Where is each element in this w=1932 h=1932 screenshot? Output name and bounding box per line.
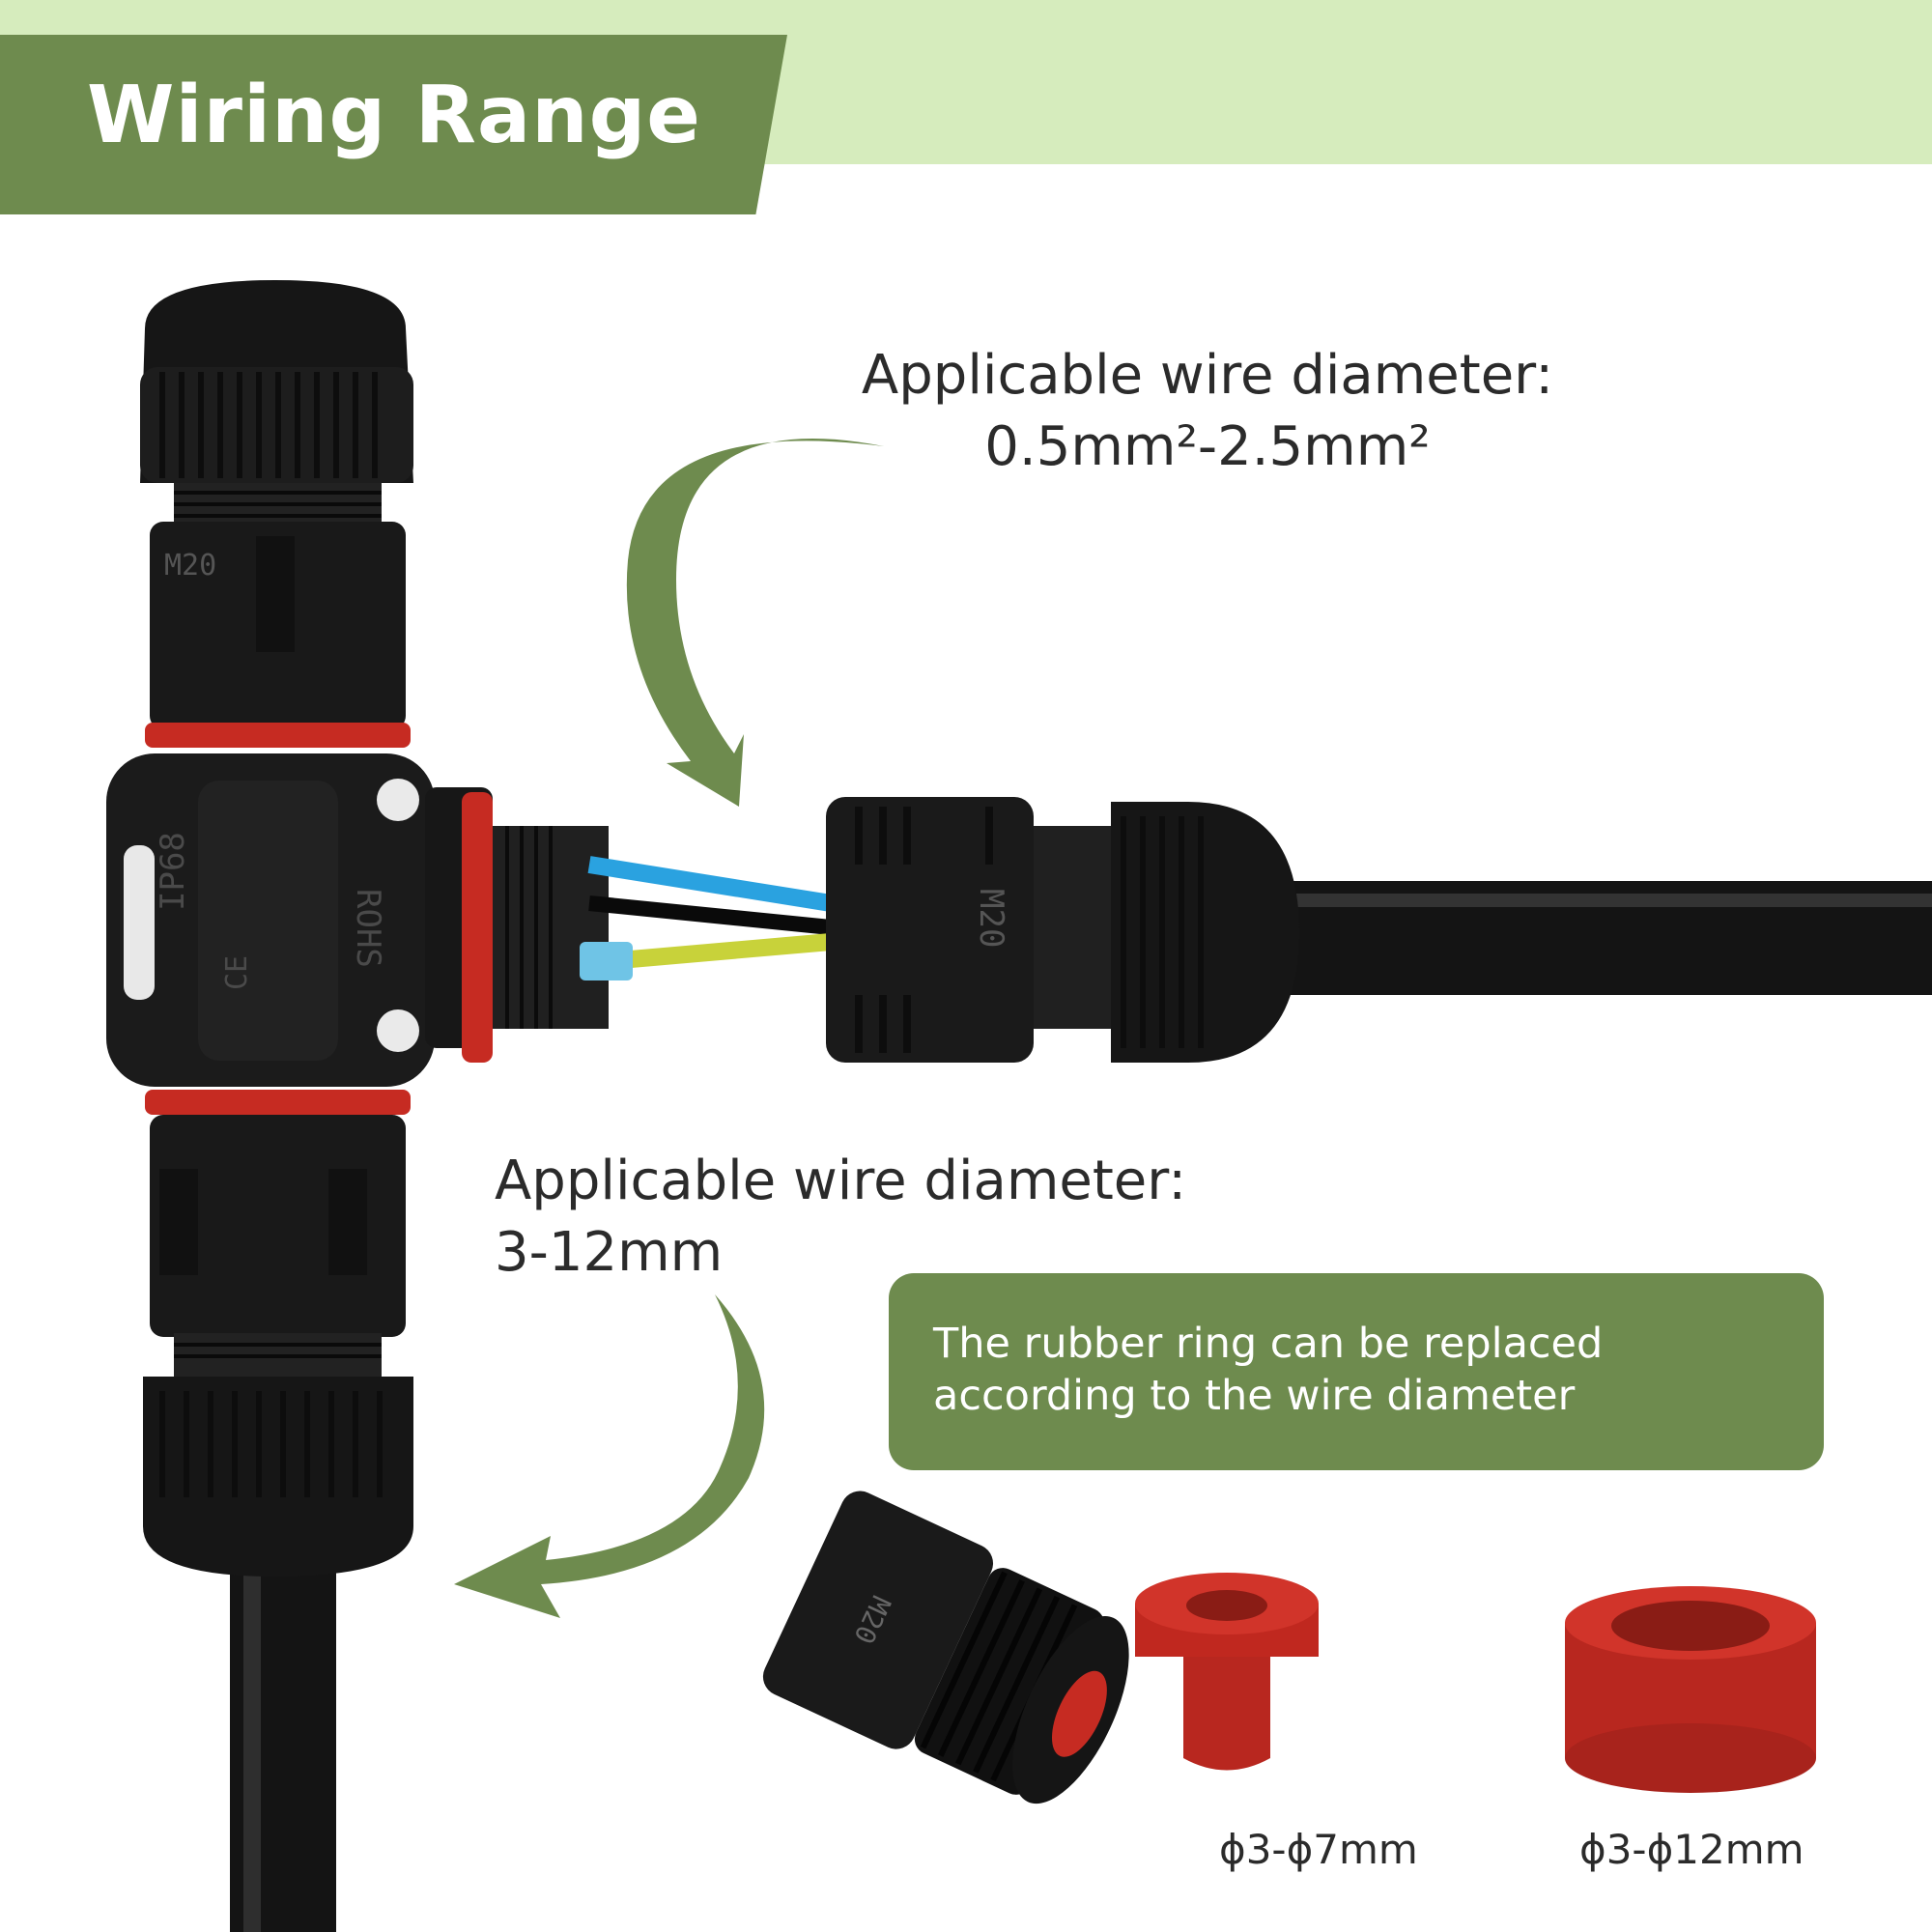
callout-top-line2: 0.5mm²-2.5mm² bbox=[984, 415, 1431, 478]
callout-bottom-line2: 3-12mm bbox=[495, 1221, 724, 1284]
cert-mark-ip: IP68 bbox=[154, 832, 192, 911]
small-connector bbox=[762, 1491, 1129, 1804]
ring-label-small: ϕ3-ϕ7mm bbox=[1219, 1826, 1418, 1873]
callout-bottom-line1: Applicable wire diameter: bbox=[495, 1150, 1187, 1212]
thread-mark-right: M20 bbox=[972, 889, 1010, 948]
thread-mark-top: M20 bbox=[164, 549, 216, 582]
page-title: Wiring Range bbox=[87, 70, 701, 161]
ring-label-large: ϕ3-ϕ12mm bbox=[1579, 1826, 1804, 1873]
info-box: The rubber ring can be replaced accordin… bbox=[889, 1273, 1824, 1470]
rubber-ring-large bbox=[1565, 1586, 1816, 1793]
seal-ring-side bbox=[462, 792, 493, 1063]
arrow-bottom bbox=[454, 1294, 765, 1618]
rubber-ring-small bbox=[1135, 1573, 1319, 1771]
seal-ring-upper bbox=[145, 723, 411, 748]
cert-mark-rohs: ROHS bbox=[349, 889, 387, 968]
wire-blue bbox=[587, 856, 833, 912]
wire-black bbox=[588, 895, 832, 935]
callout-top-line1: Applicable wire diameter: bbox=[861, 344, 1554, 407]
seal-ring-lower bbox=[145, 1090, 411, 1115]
title-banner bbox=[0, 35, 787, 214]
info-box-text: The rubber ring can be replaced accordin… bbox=[933, 1320, 1604, 1420]
callout-top: Applicable wire diameter: 0.5mm²-2.5mm² bbox=[845, 340, 1570, 483]
right-nut bbox=[826, 797, 1034, 1063]
right-cap bbox=[1111, 802, 1299, 1063]
callout-bottom: Applicable wire diameter: 3-12mm bbox=[495, 1146, 1186, 1289]
cert-mark-ce: CE bbox=[220, 955, 254, 990]
arrow-top bbox=[626, 439, 884, 807]
wire-yellow-green bbox=[608, 933, 832, 970]
